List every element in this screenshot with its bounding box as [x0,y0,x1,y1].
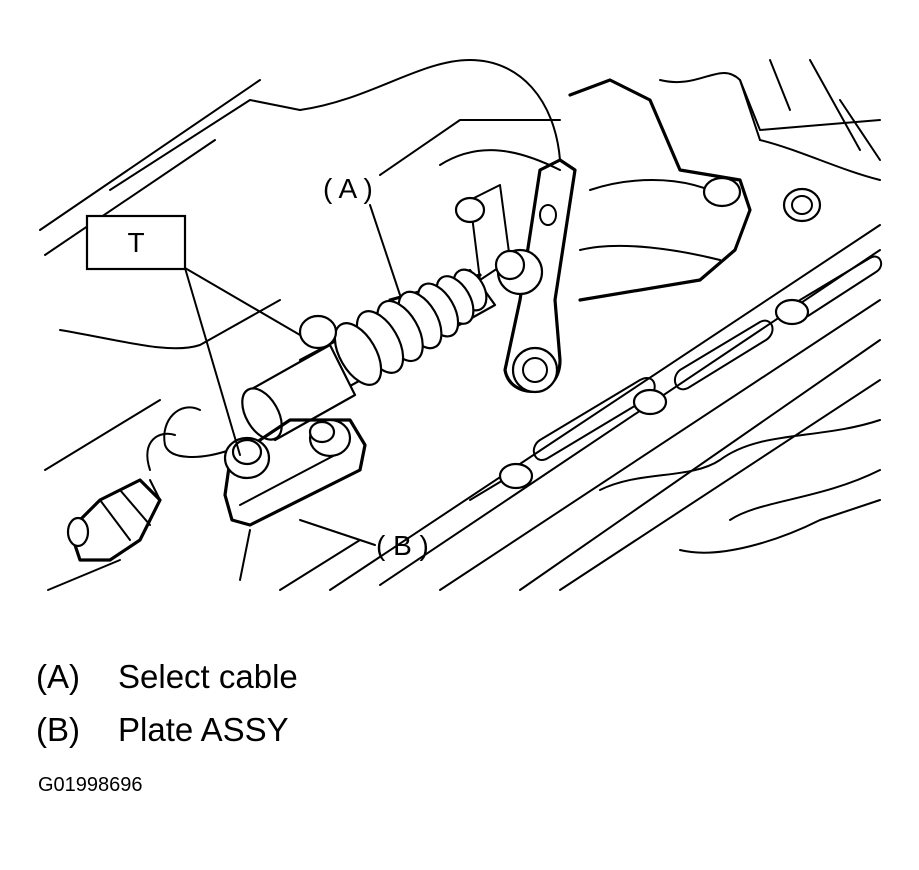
callout-a: ( A ) [323,173,373,204]
torque-callout-box [85,214,187,271]
select-lever [494,158,577,394]
plate-assy [223,314,367,527]
select-cable-diagram: T ( A ) ( B ) [39,59,883,591]
leader-lines [184,204,401,546]
harness-connector [66,432,176,562]
legend-text-a: Select cable [118,658,298,695]
legend-item-b: (B) Plate ASSY [36,713,289,746]
torque-callout-label: T [127,227,144,258]
legend-letter-a: (A) [36,658,80,695]
shift-bracket [454,78,752,302]
figure-id: G01998696 [38,774,143,796]
legend-item-a: (A) Select cable [36,660,298,693]
legend-letter-b: (B) [36,711,80,748]
legend-text-b: Plate ASSY [118,711,289,748]
callout-b: ( B ) [376,530,429,561]
transmission-housing [39,59,883,591]
select-cable [163,268,497,458]
